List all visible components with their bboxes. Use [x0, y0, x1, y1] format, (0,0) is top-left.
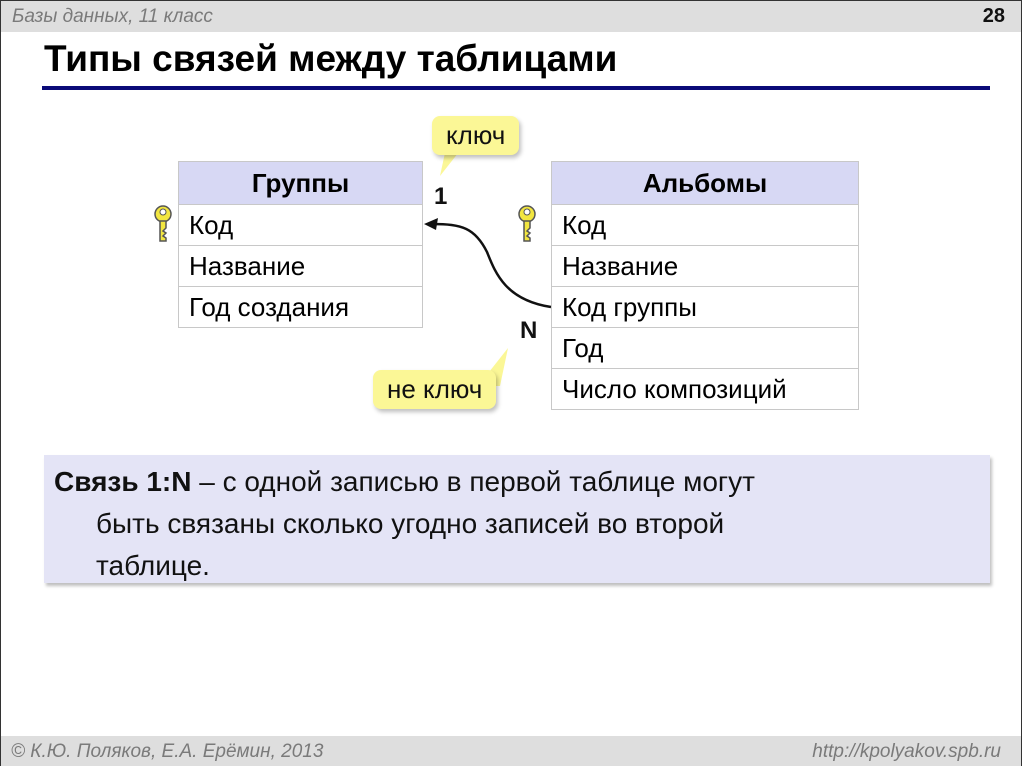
title-underline [42, 86, 990, 90]
field-row: Код [178, 204, 423, 246]
page-number: 28 [982, 5, 1005, 27]
course-label: Базы данных, 11 класс [12, 6, 213, 27]
copyright: © К.Ю. Поляков, Е.А. Ерёмин, 2013 [11, 741, 324, 762]
cardinality-one: 1 [434, 183, 448, 210]
table-albums: Альбомы Код Название Код группы Год Числ… [551, 161, 859, 410]
slide-title: Типы связей между таблицами [44, 38, 618, 79]
callout-key: ключ [432, 116, 520, 155]
table-title: Группы [178, 161, 423, 205]
definition-text: быть связаны сколько угодно записей во в… [96, 508, 725, 539]
header-bar: Базы данных, 11 класс 28 [1, 1, 1021, 32]
field-row: Название [551, 245, 859, 287]
table-groups: Группы Код Название Год создания [178, 161, 423, 328]
definition-term: Связь 1:N [54, 466, 192, 497]
field-row: Код [551, 204, 859, 246]
cardinality-many: N [520, 317, 538, 344]
definition-box: Связь 1:N – с одной записью в первой таб… [44, 455, 990, 583]
field-row: Год создания [178, 286, 423, 328]
field-row: Год [551, 327, 859, 369]
site-url[interactable]: http://kpolyakov.spb.ru [812, 741, 1001, 762]
key-icon [154, 205, 172, 242]
field-row: Название [178, 245, 423, 287]
key-icon [518, 205, 536, 242]
definition-text: – с одной записью в первой таблице могут [191, 466, 755, 497]
field-row: Код группы [551, 286, 859, 328]
table-title: Альбомы [551, 161, 859, 205]
footer-bar: © К.Ю. Поляков, Е.А. Ерёмин, 2013 http:/… [1, 736, 1021, 766]
callout-non-key: не ключ [373, 370, 497, 409]
definition-text: таблице. [96, 550, 210, 581]
field-row: Число композиций [551, 368, 859, 410]
